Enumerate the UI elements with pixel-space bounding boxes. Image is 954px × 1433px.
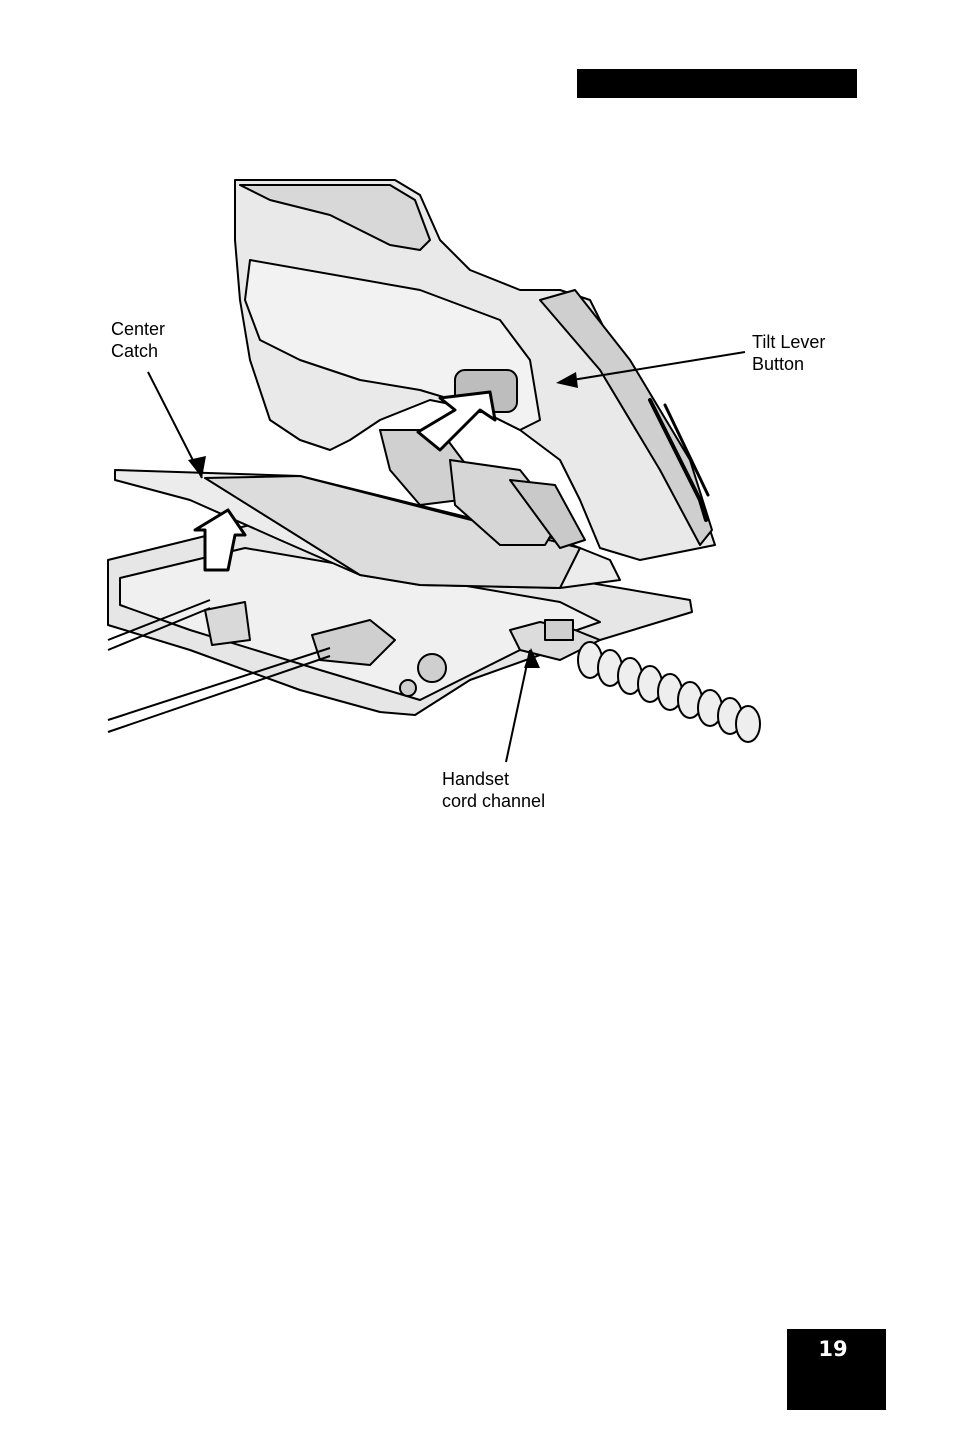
page-number: 19 [787, 1337, 879, 1361]
callout-center-catch-line1: Center [111, 318, 165, 340]
callout-tilt-lever-line2: Button [752, 353, 825, 375]
coiled-cord [578, 642, 760, 742]
callout-tilt-lever: Tilt Lever Button [752, 331, 825, 375]
callout-handset-channel-line2: cord channel [442, 790, 545, 812]
callout-center-catch-line2: Catch [111, 340, 165, 362]
callout-center-catch: Center Catch [111, 318, 165, 362]
callout-tilt-lever-line1: Tilt Lever [752, 331, 825, 353]
callout-handset-channel-line1: Handset [442, 768, 545, 790]
page-number-tab: 19 [787, 1329, 886, 1410]
callout-handset-channel: Handset cord channel [442, 768, 545, 812]
